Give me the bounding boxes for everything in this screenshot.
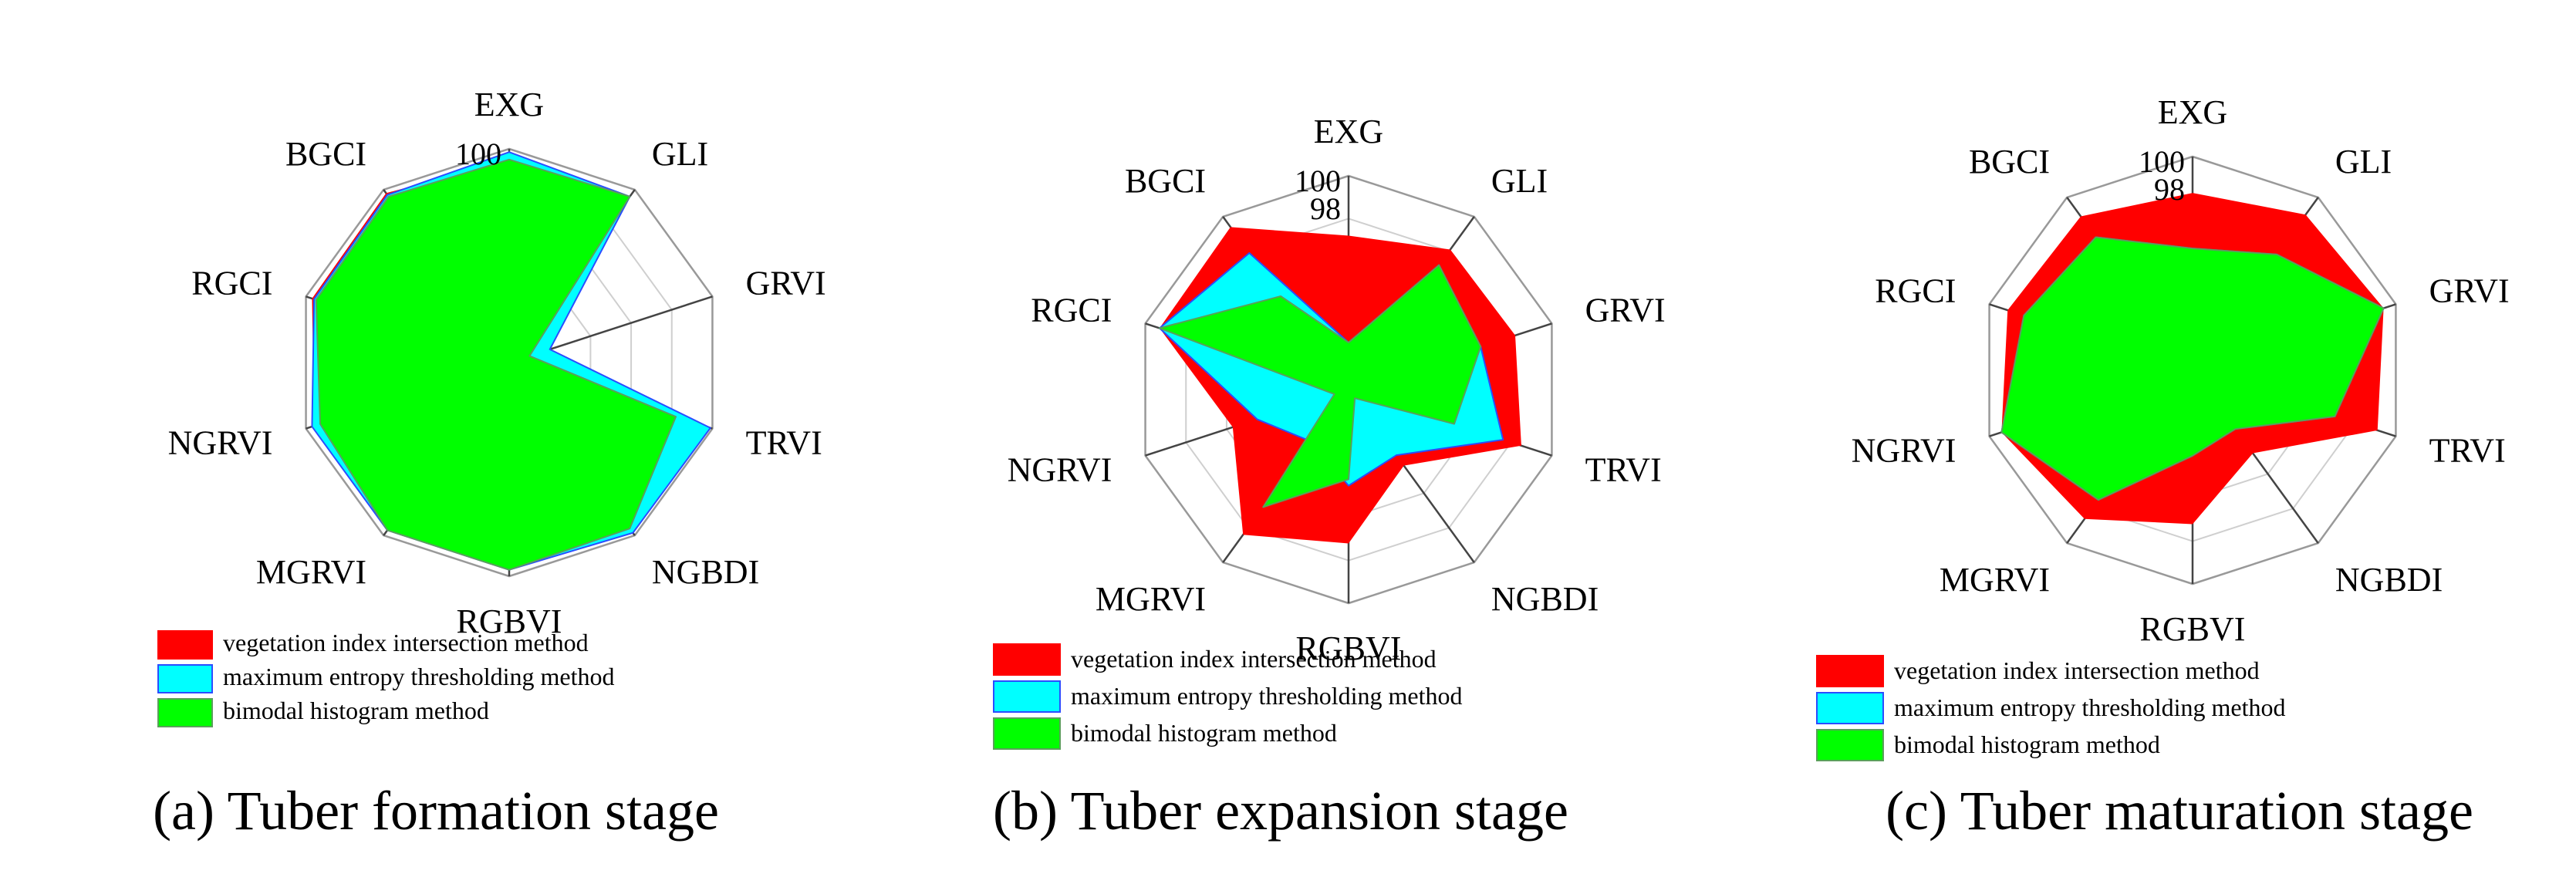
legend-label-vegetation: vegetation index intersection method — [223, 629, 589, 656]
axis-label-exg: EXG — [474, 86, 544, 123]
axis-label-exg: EXG — [2158, 93, 2227, 131]
radar-tick-labels-a: 100 — [455, 137, 501, 171]
axis-label-bgci: BGCI — [1125, 162, 1206, 200]
caption-a: (a) Tuber formation stage — [153, 780, 719, 842]
radar-series-c — [2000, 193, 2385, 525]
legend-swatch-bimodal — [157, 698, 213, 727]
axis-label-gli: GLI — [2335, 143, 2392, 181]
axis-label-rgbvi: RGBVI — [2140, 610, 2246, 648]
radar-series-b — [1158, 227, 1521, 544]
legend-swatch-vegetation — [1816, 655, 1884, 687]
legend-swatch-vegetation — [157, 630, 213, 660]
legend-c: vegetation index intersection method maxi… — [1816, 655, 2285, 761]
axis-label-grvi: GRVI — [746, 264, 826, 302]
legend-swatch-entropy — [993, 680, 1061, 713]
tick-label: 100 — [1295, 164, 1341, 198]
axis-label-mgrvi: MGRVI — [1096, 580, 1206, 618]
legend-swatch-entropy — [1816, 692, 1884, 724]
radar-series-a — [311, 151, 711, 571]
radar-axis-labels-b: EXG GLI GRVI TRVI NGBDI RGBVI MGRVI NGRVI RGCI BG… — [1008, 113, 1666, 667]
series-bimodal — [2000, 236, 2385, 501]
axis-label-rgbvi: RGBVI — [1296, 629, 1402, 667]
axis-label-grvi: GRVI — [2429, 272, 2510, 309]
radar-axis-labels-c: EXG GLI GRVI TRVI NGBDI RGBVI MGRVI NGRVI RGCI BG… — [1852, 93, 2510, 648]
legend-label-entropy: maximum entropy thresholding method — [223, 663, 614, 690]
legend-swatch-bimodal — [993, 717, 1061, 750]
legend-label-bimodal: bimodal histogram method — [223, 697, 489, 724]
tick-label: 100 — [2139, 144, 2185, 179]
axis-label-bgci: BGCI — [285, 135, 366, 173]
axis-label-mgrvi: MGRVI — [1940, 561, 2050, 599]
axis-label-ngrvi: NGRVI — [168, 424, 273, 462]
panel-a: EXG GLI GRVI TRVI NGBDI RGBVI MGRVI NGRVI RGCI BG… — [153, 86, 826, 842]
axis-label-trvi: TRVI — [2429, 432, 2506, 470]
axis-label-ngbdi: NGBDI — [2335, 561, 2443, 599]
axis-label-gli: GLI — [1491, 162, 1548, 200]
legend-label-vegetation: vegetation index intersection method — [1071, 645, 1437, 673]
tick-label: 100 — [455, 137, 501, 171]
tick-label: 98 — [1310, 191, 1341, 226]
axis-label-ngrvi: NGRVI — [1852, 432, 1956, 470]
legend-a: vegetation index intersection method maxi… — [157, 629, 614, 727]
axis-label-rgci: RGCI — [1031, 291, 1112, 329]
axis-label-trvi: TRVI — [1585, 451, 1662, 489]
axis-label-mgrvi: MGRVI — [256, 553, 366, 591]
legend-label-vegetation: vegetation index intersection method — [1894, 656, 2260, 684]
caption-c: (c) Tuber maturation stage — [1886, 780, 2473, 842]
axis-label-bgci: BGCI — [1969, 143, 2050, 181]
axis-label-gli: GLI — [652, 135, 708, 173]
axis-label-rgbvi: RGBVI — [457, 602, 562, 640]
series-bimodal — [1158, 264, 1482, 508]
legend-swatch-bimodal — [1816, 729, 1884, 761]
series-bimodal — [315, 158, 677, 571]
radar-axis-labels-a: EXG GLI GRVI TRVI NGBDI RGBVI MGRVI NGRVI RGCI BG… — [168, 86, 826, 640]
axis-label-ngbdi: NGBDI — [1491, 580, 1599, 618]
tick-label: 98 — [2154, 172, 2185, 207]
legend-label-entropy: maximum entropy thresholding method — [1894, 693, 2285, 721]
legend-label-entropy: maximum entropy thresholding method — [1071, 682, 1462, 710]
legend-label-bimodal: bimodal histogram method — [1071, 719, 1337, 747]
panel-b: EXG GLI GRVI TRVI NGBDI RGBVI MGRVI NGRVI RGCI BG… — [993, 113, 1666, 842]
axis-label-grvi: GRVI — [1585, 291, 1666, 329]
axis-label-exg: EXG — [1314, 113, 1383, 150]
axis-label-ngrvi: NGRVI — [1008, 451, 1112, 489]
axis-label-ngbdi: NGBDI — [652, 553, 759, 591]
axis-label-rgci: RGCI — [191, 264, 272, 302]
legend-label-bimodal: bimodal histogram method — [1894, 730, 2160, 758]
axis-label-rgci: RGCI — [1875, 272, 1956, 309]
panel-c: EXG GLI GRVI TRVI NGBDI RGBVI MGRVI NGRVI RGCI BG… — [1816, 93, 2510, 842]
legend-b: vegetation index intersection method maxi… — [993, 643, 1462, 750]
legend-swatch-entropy — [157, 664, 213, 693]
caption-b: (b) Tuber expansion stage — [993, 780, 1568, 842]
axis-label-trvi: TRVI — [746, 424, 822, 462]
legend-swatch-vegetation — [993, 643, 1061, 676]
